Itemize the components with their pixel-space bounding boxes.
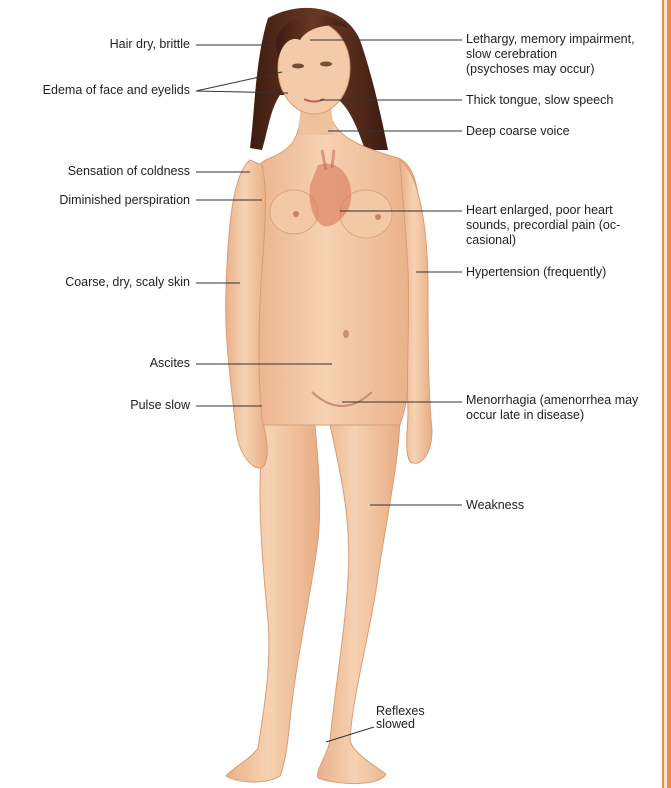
label-voice: Deep coarse voice [466, 124, 666, 139]
page-border [662, 0, 671, 788]
label-heart: Heart enlarged, poor heart sounds, preco… [466, 203, 661, 248]
eye-right [320, 62, 332, 67]
label-menorrhagia: Menorrhagia (amenorrhea may occur late i… [466, 393, 666, 423]
label-hypertension: Hypertension (frequently) [466, 265, 666, 280]
label-tongue: Thick tongue, slow speech [466, 93, 666, 108]
label-lethargy: Lethargy, memory impairment, slow cerebr… [466, 32, 666, 77]
label-pulse: Pulse slow [60, 398, 190, 413]
label-skin: Coarse, dry, scaly skin [20, 275, 190, 290]
label-coldness: Sensation of coldness [20, 164, 190, 179]
eye-left [292, 64, 304, 69]
label-ascites: Ascites [60, 356, 190, 371]
label-perspiration: Diminished perspiration [20, 193, 190, 208]
label-reflexes: Reflexes slowed [376, 705, 456, 731]
label-hair: Hair dry, brittle [60, 37, 190, 52]
label-weakness: Weakness [466, 498, 666, 513]
left-leg [226, 420, 320, 782]
label-edema: Edema of face and eyelids [10, 83, 190, 98]
